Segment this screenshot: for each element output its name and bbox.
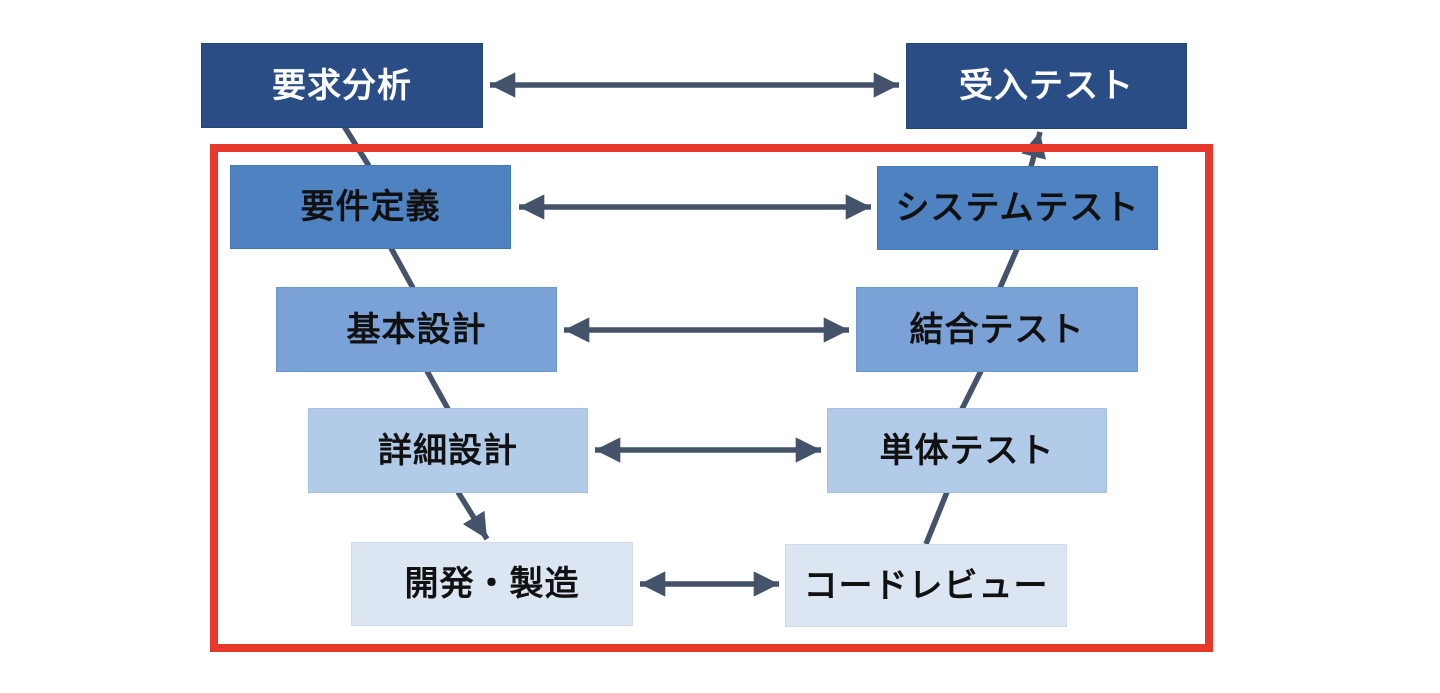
connector-code-review-to-unit-test bbox=[923, 490, 950, 546]
connector-analysis-to-definition bbox=[341, 124, 372, 168]
connector-basic-to-detailed-design bbox=[424, 369, 451, 411]
development-box: 開発・製造 bbox=[351, 542, 633, 626]
requirement-analysis-box: 要求分析 bbox=[201, 43, 483, 128]
acceptance-test-box: 受入テスト bbox=[906, 43, 1187, 129]
system-test-box: システムテスト bbox=[877, 166, 1158, 250]
connector-system-test-to-acceptance-arrow bbox=[1021, 131, 1046, 168]
connector-definition-to-basic-design bbox=[388, 246, 416, 290]
code-review-box: コードレビュー bbox=[785, 544, 1067, 627]
unit-test-box: 単体テスト bbox=[827, 408, 1107, 493]
requirement-definition-box: 要件定義 bbox=[230, 165, 511, 249]
connector-detailed-design-to-development-arrow bbox=[455, 490, 490, 541]
connector-integration-test-to-system-test bbox=[997, 247, 1020, 290]
basic-design-box: 基本設計 bbox=[276, 287, 557, 372]
integration-test-box: 結合テスト bbox=[856, 287, 1138, 372]
detailed-design-box: 詳細設計 bbox=[308, 408, 588, 493]
connector-unit-test-to-integration-test bbox=[959, 369, 984, 411]
